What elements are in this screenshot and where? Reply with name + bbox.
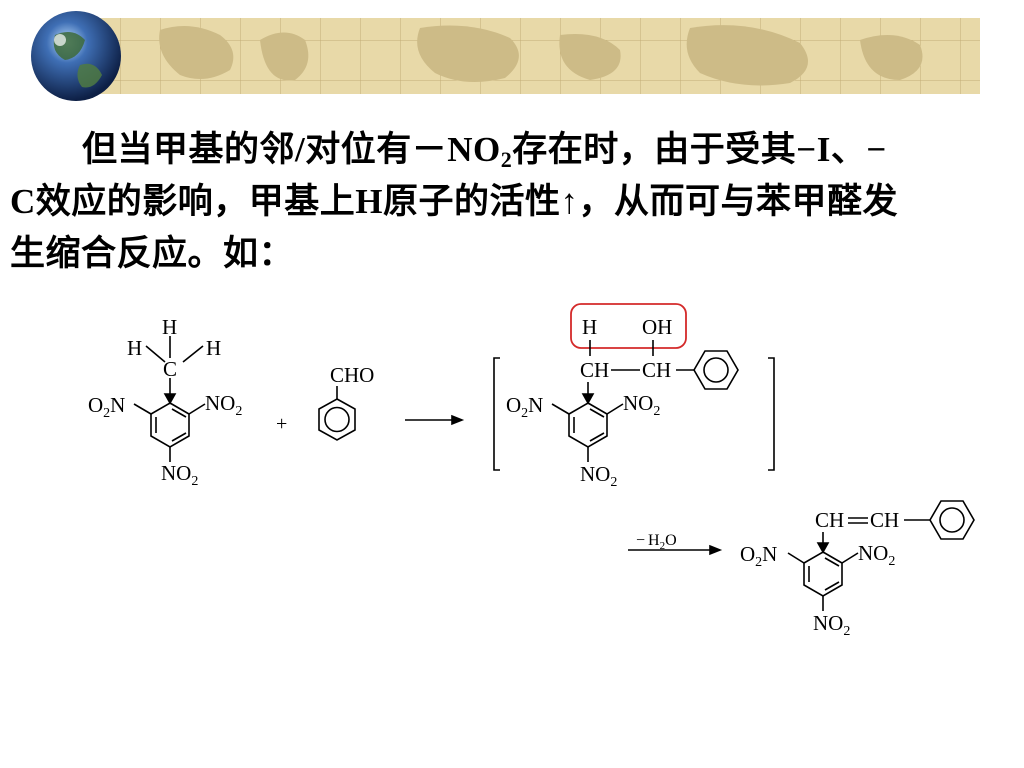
int-o2n-label: O2N [506,393,543,421]
header-banner [31,11,980,101]
highlight-box [570,303,687,349]
product-structure: CH CH O2N NO2 NO2 [740,500,975,639]
prod-ch2: CH [870,508,899,532]
globe-icon [31,11,121,101]
int-ch1: CH [580,358,609,382]
r1-no2-bottom-label: NO2 [161,461,198,489]
r2-cho: CHO [330,363,374,387]
text-line3: 生缩合反应。如： [10,234,295,273]
world-map-strip [95,18,980,94]
int-oh: OH [642,315,672,339]
text-line1-sub: 2 [500,147,513,172]
int-ch2: CH [642,358,671,382]
text-line1-c: −I、− [796,130,887,169]
int-h: H [582,315,597,339]
text-line2: C效应的影响，甲基上H原子的活性↑，从而可与苯甲醛发 [10,182,899,221]
prod-no2-right-label: NO2 [858,541,895,569]
r1-c: C [163,357,177,381]
plus-sign: + [276,413,287,435]
r1-no2-right-label: NO2 [205,391,242,419]
r1-o2n-label: O2N [88,393,125,421]
condition-label: −H2O [636,532,677,552]
reaction-arrow-2: −H2O [628,532,723,556]
r1-h-right: H [206,336,221,360]
intermediate-structure: H OH CH CH O2N NO2 NO2 [493,303,775,490]
int-no2-bottom-label: NO2 [580,462,617,490]
prod-no2-bottom-label: NO2 [813,611,850,639]
int-no2-right-label: NO2 [623,391,660,419]
trinitrotoluene-structure: H H H C O2N NO2 NO2 [88,315,242,489]
r1-h-left: H [127,336,142,360]
text-line1-a: 但当甲基的邻/对位有－NO [82,130,501,169]
benzaldehyde-structure: CHO [318,363,374,441]
prod-ch1: CH [815,508,844,532]
text-line1-b: 存在时，由于受其 [512,130,797,169]
reaction-arrow-1 [405,414,465,426]
explanation-text: 但当甲基的邻/对位有－NO2存在时，由于受其−I、− C效应的影响，甲基上H原子… [10,124,1015,280]
prod-o2n-label: O2N [740,542,777,570]
r1-h-top: H [162,315,177,339]
